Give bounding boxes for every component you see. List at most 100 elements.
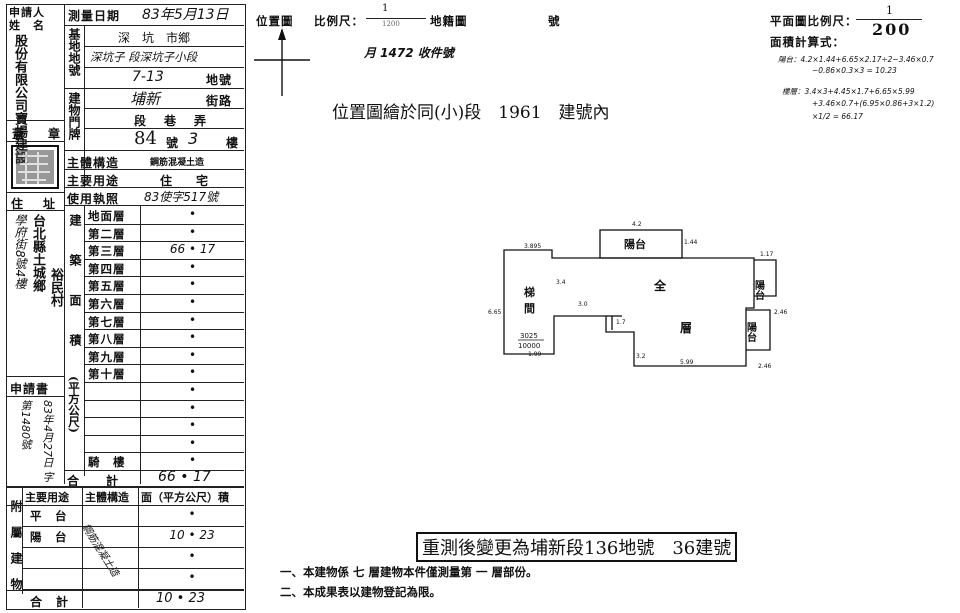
att-row-value: • [188, 507, 196, 521]
floor-row-name: 第二層 [88, 227, 126, 241]
divider [64, 150, 244, 151]
scale-num: 1 [382, 3, 389, 14]
divider [6, 396, 64, 397]
divider [6, 120, 64, 121]
applicant-name: 股份有限公司寶揚建設 [12, 34, 27, 164]
usage: 住 宅 [160, 174, 215, 188]
floor-row-value: • [188, 383, 197, 397]
floor-row-name: 第八層 [88, 332, 126, 346]
calc-balcony-2: −0.86×0.3×3 = 10.23 [812, 66, 897, 75]
divider [84, 224, 244, 225]
attached-label: 附屬建物 [9, 500, 23, 604]
divider [84, 108, 244, 109]
divider [140, 206, 141, 484]
svg-text:3.895: 3.895 [524, 243, 541, 250]
calc-level: 樓層：3.4×3+4.45×1.7+6.65×5.99 [782, 87, 915, 96]
floor-row-value: • [188, 418, 197, 432]
divider [6, 376, 64, 377]
att-header-usage: 主要用途 [25, 491, 69, 504]
plan-floor-b: 層 [680, 321, 692, 335]
scale-den: 1200 [382, 20, 400, 28]
note-2: 二、本成果表以建物登記為限。 [280, 585, 441, 599]
plan-scale-den: 200 [872, 20, 912, 39]
floor-row-name: 第六層 [88, 297, 126, 311]
att-total-val: 10 • 23 [156, 591, 206, 606]
floor-row-value: • [188, 348, 197, 362]
svg-text:2.46: 2.46 [774, 309, 788, 316]
divider [64, 187, 244, 188]
divider [84, 241, 244, 242]
svg-text:1.99: 1.99 [528, 351, 542, 358]
license: 83使字517號 [144, 190, 219, 204]
calc-label: 面積計算式： [770, 35, 845, 49]
svg-text:3025: 3025 [520, 332, 538, 340]
floor-row-name: 第四層 [88, 262, 126, 276]
plan-stair-label-1: 梯 [524, 285, 535, 299]
divider [84, 347, 244, 348]
floor-row-value: • [188, 295, 197, 309]
license-label: 使用執照 [67, 192, 120, 206]
floor-row-name: 第十層 [88, 367, 126, 381]
no-label: 號 [548, 14, 561, 28]
divider [84, 206, 85, 476]
divider [856, 19, 922, 20]
floor-row-name: 第三層 [88, 244, 126, 258]
area-unit-label: (平方公尺) [67, 376, 81, 433]
structure: 鋼筋混凝土造 [150, 158, 205, 168]
att-row-name: 平 台 [30, 509, 68, 523]
divider [22, 589, 244, 590]
att-header-area: 面（平方公尺）積 [141, 491, 229, 504]
floor-row-value: • [188, 277, 197, 291]
seal-label: 蓋 章 [12, 127, 67, 141]
plan-east-balcony-b: 陽台 [745, 322, 757, 343]
lot-suffix: 地號 [206, 73, 233, 87]
floor-suffix: 樓 [226, 136, 240, 150]
svg-text:3.0: 3.0 [578, 301, 588, 308]
cadastral-label: 地籍圖 [430, 14, 468, 28]
survey-date-label: 測量日期 [68, 9, 121, 23]
svg-text:2.46: 2.46 [758, 363, 772, 370]
street-name: 埔新 [130, 90, 161, 108]
floor-row-value: • [188, 436, 197, 450]
svg-text:3.2: 3.2 [636, 353, 646, 360]
divider [6, 192, 64, 193]
svg-text:1.7: 1.7 [616, 319, 626, 326]
divider [6, 210, 64, 211]
floor-plan-drawing: 3.895 4.2 1.44 6.65 3.4 3.0 5.99 3.2 1.1… [488, 221, 788, 370]
loc-label: 位置圖 [256, 14, 294, 28]
calc-level-3: ×1/2 = 66.17 [812, 112, 863, 121]
lane-line: 段 巷 弄 [134, 114, 210, 128]
house-no-suffix: 號 [166, 136, 180, 150]
floor-row-value: • [188, 453, 197, 467]
plan-floor-a: 全 [653, 278, 667, 293]
calc-balcony: 陽台：4.2×1.44+6.65×2.17÷2−3.46×0.7 [778, 55, 934, 64]
floor-row-value: • [188, 365, 197, 379]
divider [6, 141, 64, 142]
app-book-no: 83年4月27日 字第1480號 [19, 400, 54, 483]
divider [84, 26, 85, 188]
total-val: 66 • 17 [158, 469, 211, 485]
svg-text:4.2: 4.2 [632, 221, 642, 228]
total-label: 合 計 [67, 474, 120, 488]
divider [84, 259, 244, 260]
house-no: 84 [134, 128, 157, 149]
divider [6, 505, 244, 506]
divider [84, 67, 244, 68]
att-row-name: 陽 台 [30, 530, 68, 544]
divider [84, 382, 244, 383]
floor-row-value: • [188, 401, 197, 415]
divider [64, 205, 244, 206]
att-header-structure: 主體構造 [85, 491, 129, 504]
usage-label: 主要用途 [67, 174, 120, 188]
floor-row-name: 騎 樓 [88, 455, 126, 469]
address-label: 住 址 [11, 197, 60, 211]
divider [64, 470, 244, 471]
floor-row-value: • [188, 313, 197, 327]
re-survey-stamp: 重測後變更為埔新段136地號 36建號 [416, 532, 738, 562]
street-suffix: 街路 [206, 94, 233, 108]
att-row-value: • [188, 549, 196, 563]
app-book-label: 申請書 [10, 382, 50, 396]
plan-balcony-label: 陽台 [624, 237, 646, 251]
note-1: 一、本建物係 七 層建物本件僅測量第 一 層部份。 [280, 565, 538, 579]
base-label: 基地地號 [67, 28, 81, 76]
